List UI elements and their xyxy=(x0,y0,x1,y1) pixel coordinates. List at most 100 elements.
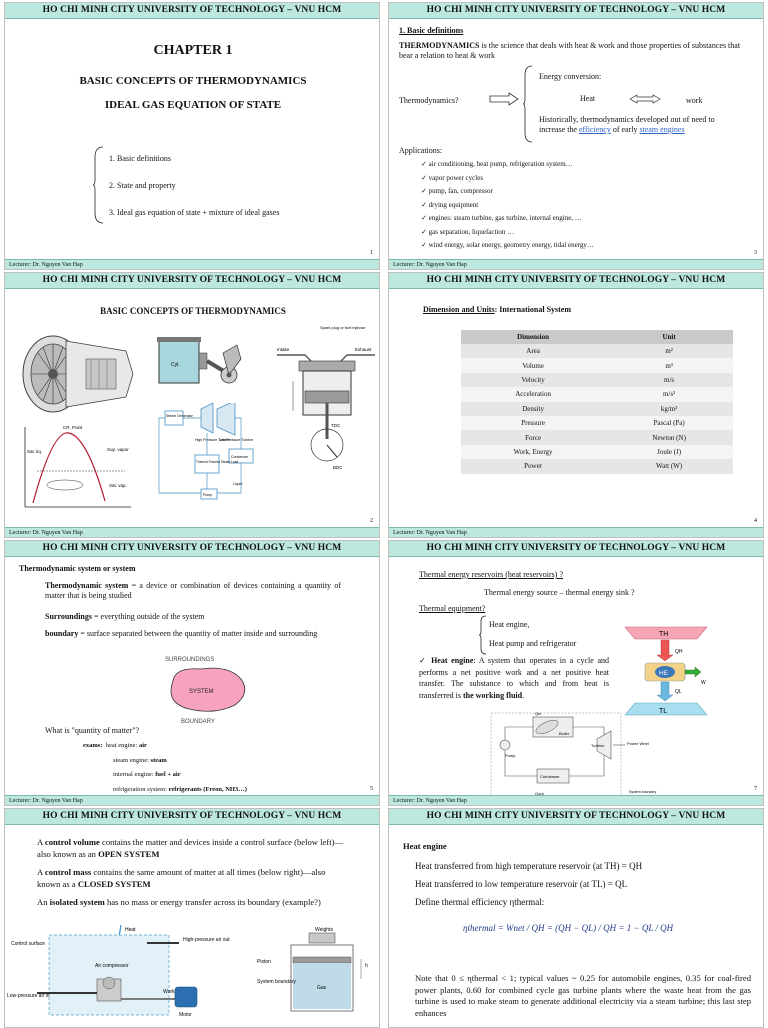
slide-header: HO CHI MINH CITY UNIVERSITY OF TECHNOLOG… xyxy=(5,541,379,557)
slide-8: HO CHI MINH CITY UNIVERSITY OF TECHNOLOG… xyxy=(388,808,764,1028)
liquid-label: Liquid xyxy=(233,482,242,486)
sup-vapor-label: Sup. vapor xyxy=(107,447,129,452)
ql-label: QL xyxy=(675,689,682,695)
chapter-title: CHAPTER 1 xyxy=(153,43,233,58)
tl-label: TL xyxy=(659,708,667,715)
options-bracket xyxy=(523,65,533,143)
list-item: ✓ pump, fan, compressor xyxy=(421,187,493,195)
surroundings-label: SURROUNDINGS xyxy=(165,657,214,663)
control-surface-label: Control surface xyxy=(11,941,45,947)
reservoir-question: Thermal energy reservoirs (heat reservoi… xyxy=(419,570,564,579)
pump-label: Pump xyxy=(505,753,516,758)
slide-header: HO CHI MINH CITY UNIVERSITY OF TECHNOLOG… xyxy=(389,541,763,557)
turbine-label: Turbine xyxy=(591,743,605,748)
process-steam-label: Thermal Process Steam Load xyxy=(196,460,238,464)
page-number: 1 xyxy=(370,250,373,256)
slide-header: HO CHI MINH CITY UNIVERSITY OF TECHNOLOG… xyxy=(389,273,763,289)
piston-cylinder-illustration: Cyl. xyxy=(157,337,242,384)
outline-item-3: 3. Ideal gas equation of state + mixture… xyxy=(109,208,280,217)
list-item: ✓ wind energy, solar energy, geometry en… xyxy=(421,241,594,249)
ql-definition: Heat transferred to low temperature rese… xyxy=(415,879,628,889)
slide-header: HO CHI MINH CITY UNIVERSITY OF TECHNOLOG… xyxy=(5,809,379,825)
work-label: work xyxy=(686,96,703,105)
work-label: Work xyxy=(163,989,175,995)
critical-point-label: CR. Point xyxy=(63,425,83,430)
height-label: h xyxy=(365,963,368,969)
slide-3: HO CHI MINH CITY UNIVERSITY OF TECHNOLOG… xyxy=(388,2,764,270)
table-header-row: Dimension Unit xyxy=(461,330,733,344)
page-number: 7 xyxy=(754,786,757,792)
power-plant-schematic: Boiler Qin Turbine Power Wnet Condenser … xyxy=(490,711,656,800)
tdc-label: TDC xyxy=(331,423,341,428)
thermo-question: Thermodynamics? xyxy=(399,96,459,105)
efficiency-link[interactable]: efficiency xyxy=(578,125,611,134)
list-item: internal engine: fuel + air xyxy=(113,771,181,778)
condenser-label: Condenser xyxy=(231,455,249,459)
equipment-question: Thermal equipment? xyxy=(419,604,486,613)
outline-item-1: 1. Basic definitions xyxy=(109,154,171,163)
piston-cylinder-diagram: Weights Piston System boundary Gas h xyxy=(257,927,368,1012)
slide-4: HO CHI MINH CITY UNIVERSITY OF TECHNOLOG… xyxy=(388,272,764,538)
slide-header: HO CHI MINH CITY UNIVERSITY OF TECHNOLOG… xyxy=(389,3,763,19)
right-arrow-icon xyxy=(489,92,519,106)
units-heading: Dimension and Units: International Syste… xyxy=(423,305,572,314)
efficiency-formula: ηthermal = Wnet / QH = (QH − QL) / QH = … xyxy=(463,923,674,933)
section-heading: 1. Basic definitions xyxy=(399,26,464,35)
historical-note: Historically, thermodynamics developed o… xyxy=(539,115,715,134)
hp-turbine-label: High Pressure Turbine xyxy=(195,438,230,442)
weights-label: Weights xyxy=(315,927,333,933)
low-pressure-air-label: Low-pressure air in xyxy=(7,993,50,999)
equipment-heat-pump: Heat pump and refrigerator xyxy=(489,639,577,648)
list-item: ✓ engines: steam turbine, gas turbine, i… xyxy=(421,214,582,222)
list-item: exams: heat engine: air xyxy=(83,742,147,749)
slide-footer: Lecturer: Dr. Nguyen Van Hap xyxy=(5,795,379,805)
system-diagram: SURROUNDINGS SYSTEM BOUNDARY xyxy=(165,657,246,725)
heat-engine-reservoir-diagram: TH QH HE W QL TL xyxy=(624,626,708,716)
cyl-label: Cyl. xyxy=(171,362,180,368)
control-mass-text: A control mass contains the same amount … xyxy=(37,867,326,889)
tv-diagram: CR. Point Sat. liq. Sup. vapor Sat. vap. xyxy=(24,425,131,508)
slide-footer: Lecturer: Dr. Nguyen Van Hap xyxy=(389,259,763,269)
steam-engines-link[interactable]: steam engines xyxy=(639,125,685,134)
slide-footer: Lecturer: Dr. Nguyen Van Hap xyxy=(5,259,379,269)
qh-label: QH xyxy=(675,649,683,655)
list-item: ✓ gas separation, liquefaction … xyxy=(421,227,515,236)
control-volume-diagram: Heat Control surface High-pressure air o… xyxy=(7,924,230,1018)
sat-liq-label: Sat. liq. xyxy=(27,449,42,454)
page-number: 3 xyxy=(754,250,757,256)
air-compressor-label: Air compressor xyxy=(95,963,129,969)
list-item: ✓ drying equipment xyxy=(421,200,479,209)
gas-label: Gas xyxy=(317,985,327,991)
he-label: HE xyxy=(659,670,669,677)
control-volume-text: A control volume contains the matter and… xyxy=(37,837,344,859)
bdc-label: BDC xyxy=(333,465,343,470)
thermo-definition: THERMODYNAMICS is the science that deals… xyxy=(399,41,741,60)
outline-bracket xyxy=(93,146,104,224)
slide-6: HO CHI MINH CITY UNIVERSITY OF TECHNOLOG… xyxy=(4,808,380,1028)
system-boundary-label: System boundary xyxy=(257,979,296,985)
chapter-subtitle-1: BASIC CONCEPTS OF THERMODYNAMICS xyxy=(79,75,307,87)
list-item: refrigeration system: refrigerants (Freo… xyxy=(113,785,247,793)
isolated-system-text: An isolated system has no mass or energy… xyxy=(37,897,321,907)
heat-label: Heat xyxy=(580,94,596,103)
heat-engine-heading: Heat engine xyxy=(403,841,447,851)
slide-5: HO CHI MINH CITY UNIVERSITY OF TECHNOLOG… xyxy=(4,540,380,806)
slide-header: HO CHI MINH CITY UNIVERSITY OF TECHNOLOG… xyxy=(5,273,379,289)
heat-label: Heat xyxy=(125,927,136,933)
slide-footer: Lecturer: Dr. Nguyen Van Hap xyxy=(389,527,763,537)
system-definition: Thermodynamic system = a device or combi… xyxy=(45,581,341,600)
th-label: TH xyxy=(659,631,668,638)
power-label: Power Wnet xyxy=(627,741,650,746)
motor-label: Motor xyxy=(179,1012,192,1018)
outline-item-2: 2. State and property xyxy=(109,181,176,190)
slide-7: HO CHI MINH CITY UNIVERSITY OF TECHNOLOG… xyxy=(388,540,764,806)
boundary-label: BOUNDARY xyxy=(181,719,215,725)
sat-vap-label: Sat. vap. xyxy=(109,483,127,488)
